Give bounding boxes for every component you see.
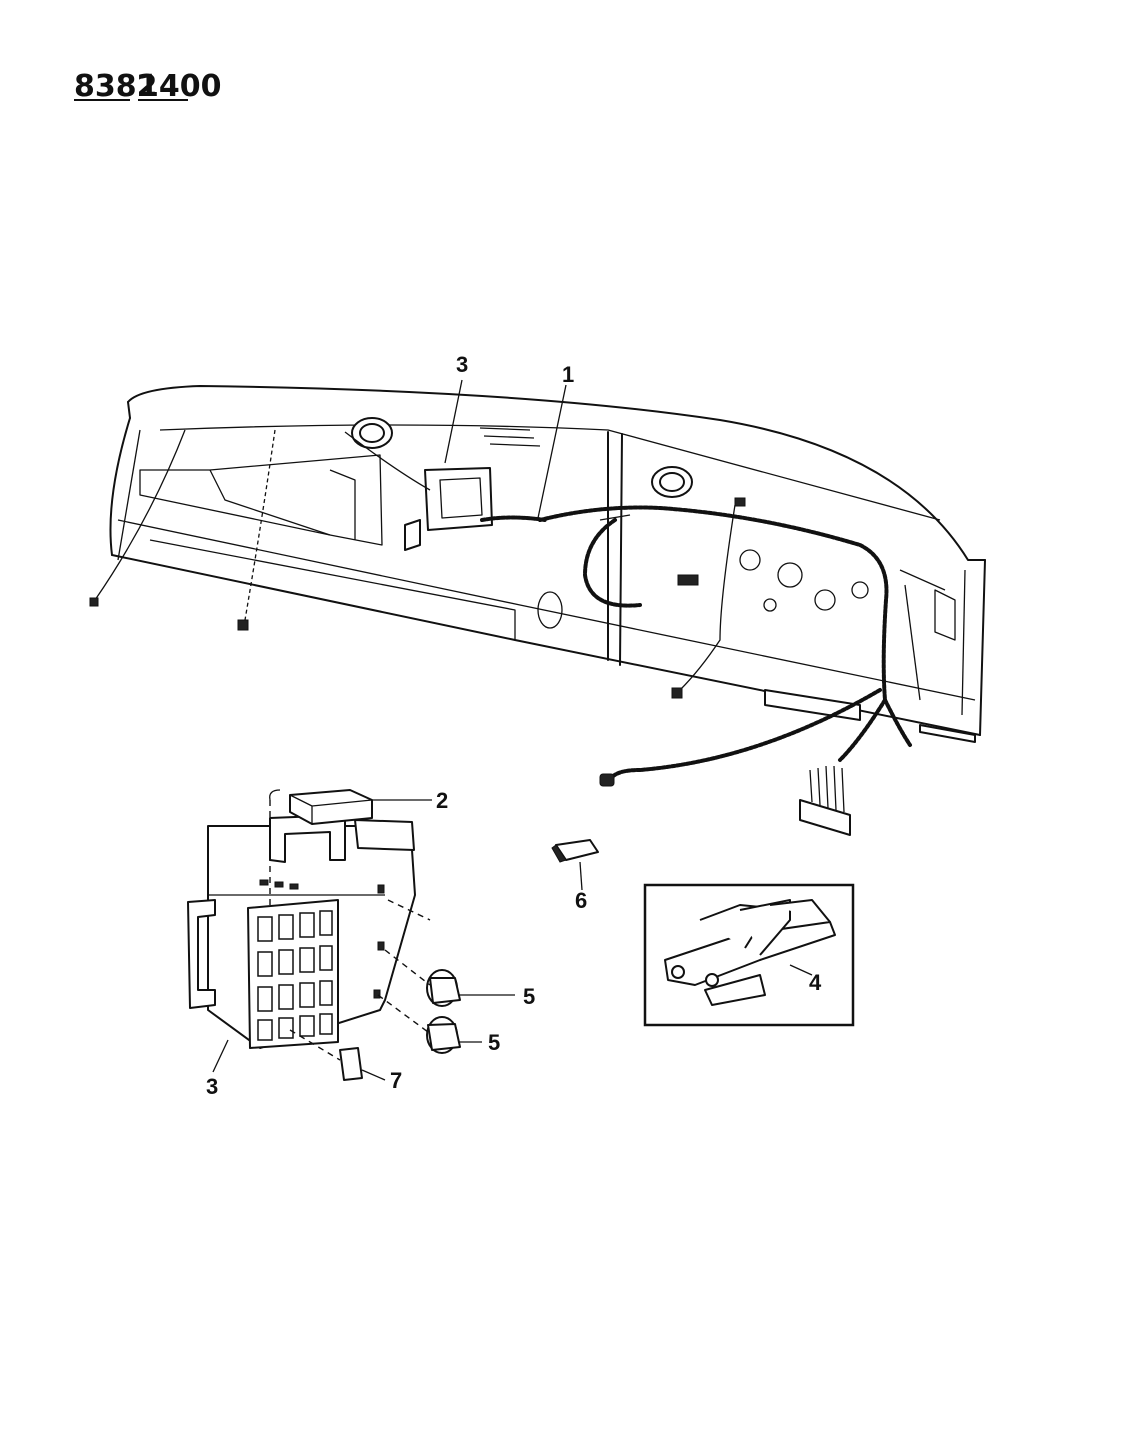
leader-lines <box>212 379 813 1081</box>
drawing-code: 8382 1400 <box>74 69 222 104</box>
callout-3-top: 3 <box>456 352 468 377</box>
connector-item-7 <box>289 1029 363 1081</box>
callout-5-upper: 5 <box>523 984 535 1009</box>
drawing-code-first: 8382 <box>74 69 158 104</box>
callout-1: 1 <box>562 362 574 387</box>
fuse-block <box>187 814 416 1049</box>
callout-2: 2 <box>436 788 448 813</box>
switch-item-6 <box>551 839 599 863</box>
control-item-4 <box>643 883 855 1027</box>
callout-7: 7 <box>390 1068 402 1093</box>
module-item-2 <box>269 789 373 910</box>
callout-6: 6 <box>575 888 587 913</box>
instrument-panel-assembly <box>89 385 986 836</box>
callout-4: 4 <box>809 970 822 995</box>
lamp-items-5 <box>377 899 461 1054</box>
callout-labels: 3 1 2 6 4 5 5 3 7 <box>206 352 822 1099</box>
callout-5-lower: 5 <box>488 1030 500 1055</box>
callout-3-bottom: 3 <box>206 1074 218 1099</box>
drawing-code-second: 1400 <box>138 69 222 104</box>
